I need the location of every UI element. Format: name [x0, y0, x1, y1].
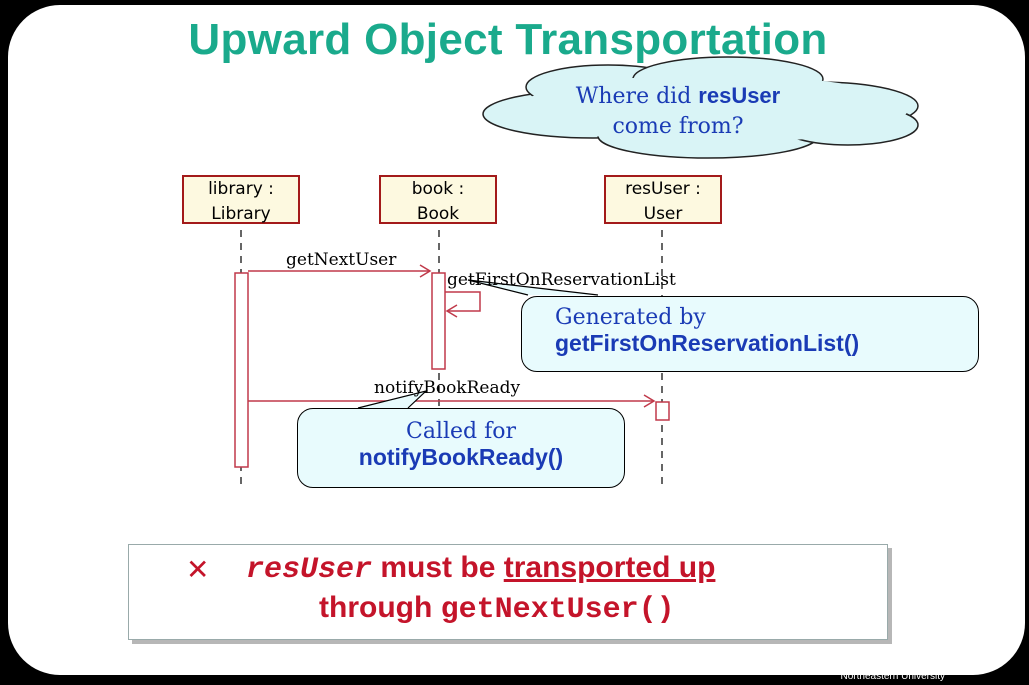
arrow-get-next-user: [248, 264, 432, 278]
footer: Northeastern University: [840, 671, 945, 682]
cloud-text: Where did resUser come from?: [548, 81, 808, 142]
activation-library: [234, 272, 249, 468]
cloud-text-bold: resUser: [698, 83, 781, 108]
object-library: library : Library: [182, 175, 300, 224]
message-get-next-user: getNextUser: [286, 250, 397, 270]
thought-cloud: [482, 56, 919, 159]
slide: Upward Object Transportation: [8, 5, 1025, 675]
cloud-text-pre: Where did: [575, 84, 699, 109]
note-text2: through: [319, 591, 441, 624]
object-library-class: Library: [211, 204, 271, 224]
callout-called: Called for notifyBookReady(): [297, 408, 625, 488]
activation-book: [431, 272, 446, 370]
callout-generated-line1: Generated by: [555, 305, 706, 330]
object-library-name: library :: [208, 179, 274, 199]
sequence-diagram: [234, 56, 919, 490]
message-get-first: getFirstOnReservationList: [447, 270, 676, 290]
note-code2: getNextUser(): [440, 593, 675, 627]
callout-generated-line2: getFirstOnReservationList(): [555, 330, 860, 356]
note-line2: through getNextUser(): [319, 591, 675, 627]
callout-generated-pointer: [467, 279, 599, 296]
page-title: Upward Object Transportation: [188, 15, 828, 64]
callout-called-pointer: [357, 389, 429, 409]
object-user: resUser : User: [604, 175, 722, 224]
cloud-text-line2: come from?: [612, 114, 744, 139]
note-code1: resUser: [246, 553, 373, 587]
object-user-class: User: [643, 204, 683, 224]
callout-generated: Generated by getFirstOnReservationList(): [521, 296, 979, 372]
activation-user: [655, 401, 670, 421]
message-notify: notifyBookReady: [374, 378, 521, 398]
summary-note: ✕ resUser must be transported up through…: [128, 544, 888, 640]
callout-called-line1: Called for: [405, 419, 517, 444]
note-line1: resUser must be transported up: [246, 551, 715, 587]
note-text1: must be: [372, 551, 504, 584]
object-book-class: Book: [416, 204, 460, 224]
bullet-icon: ✕: [186, 554, 210, 585]
note-underlined: transported up: [503, 551, 716, 584]
arrow-get-first: [445, 291, 481, 318]
object-user-name: resUser :: [625, 179, 701, 199]
arrow-notify: [248, 394, 656, 408]
object-book-name: book :: [411, 179, 465, 199]
object-book: book : Book: [379, 175, 497, 224]
callout-called-line2: notifyBookReady(): [358, 444, 564, 470]
